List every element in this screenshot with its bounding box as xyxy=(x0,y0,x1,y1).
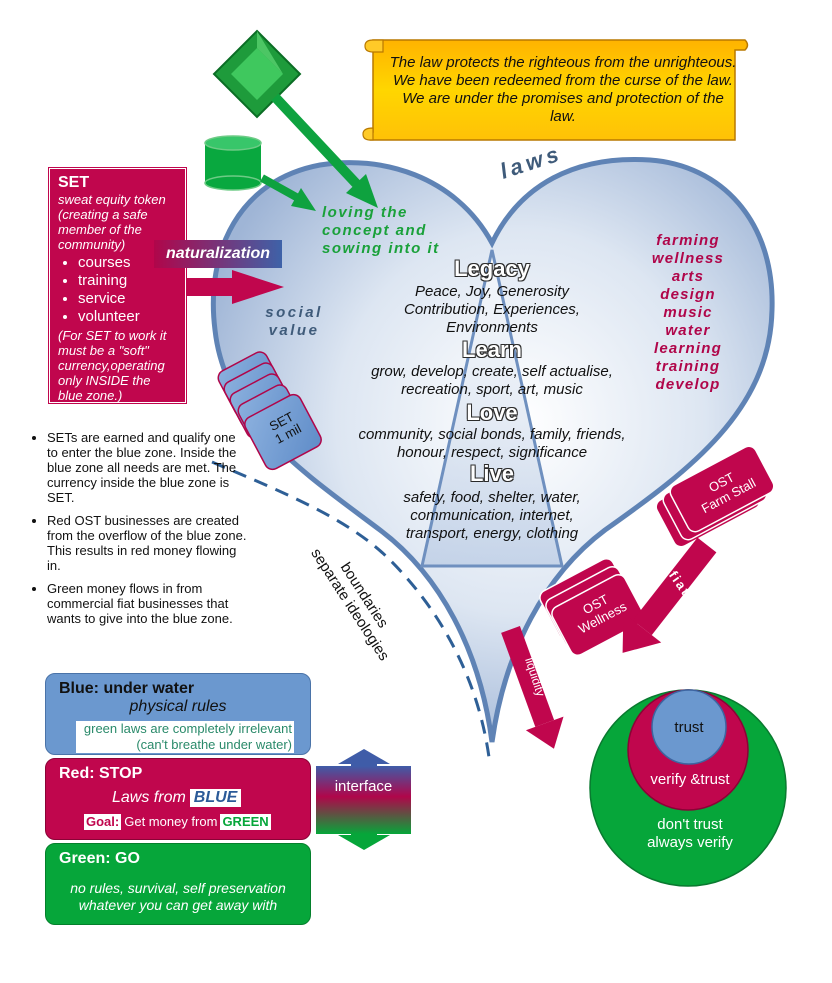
explanation-bullets: SETs are earned and qualify one to enter… xyxy=(22,430,247,634)
circle-inner xyxy=(651,689,727,765)
scroll-banner xyxy=(362,39,749,141)
circle-middle-label: verify &trust xyxy=(650,771,730,788)
set-list-item: training xyxy=(78,272,177,290)
activity-item: wellness xyxy=(651,250,725,267)
ost-farm-stall-stack xyxy=(655,445,775,548)
activity-item: develop xyxy=(655,376,721,393)
set-subtitle: sweat equity token (creating a safe memb… xyxy=(58,192,166,252)
cylinder-arrow-head xyxy=(291,188,316,211)
circle-outer-text: don't trust always verify xyxy=(647,816,733,851)
banner-text: The law protects the righteous from the … xyxy=(389,54,737,125)
set-list: courses training service volunteer xyxy=(58,254,177,326)
interface-box xyxy=(316,766,411,834)
activity-item: arts xyxy=(671,268,705,285)
interface-label: interface xyxy=(334,778,393,795)
cylinder-arrow-line xyxy=(260,174,300,202)
fiat-arrow xyxy=(622,537,717,653)
ost-wellness-stack xyxy=(539,557,645,657)
goal-label: Goal: xyxy=(84,814,122,830)
set-card-stack xyxy=(217,351,322,471)
level-title-legacy: Legacy xyxy=(454,256,530,281)
level-title-love: Love xyxy=(466,400,518,425)
set-box: SET sweat equity token (creating a safe … xyxy=(49,168,186,403)
circle-outer-label: don't trust always verify xyxy=(600,816,780,852)
zone-green-title: Green: GO xyxy=(59,850,140,867)
activity-item: water xyxy=(665,322,711,339)
goal-green-tag: GREEN xyxy=(220,814,271,830)
goal-text: Get money from xyxy=(124,814,218,829)
zone-red-blue-tag: BLUE xyxy=(189,789,242,807)
level-text-learn: grow, develop, create, self actualise, r… xyxy=(371,363,613,398)
activity-item: music xyxy=(663,304,713,321)
naturalization-label: naturalization xyxy=(154,240,282,268)
zone-green: Green: GO no rules, survival, self prese… xyxy=(45,843,311,925)
loving-text: loving the concept and sowing into it xyxy=(322,204,440,257)
interface-double-arrow xyxy=(338,749,390,850)
bullet-item: Red OST businesses are created from the … xyxy=(47,513,247,573)
set-list-item: service xyxy=(78,290,177,308)
bullet-item: Green money flows in from commercial fia… xyxy=(47,581,247,626)
set-arrow xyxy=(186,270,284,304)
zone-green-subtitle: no rules, survival, self preservation wh… xyxy=(70,880,286,913)
social-value-label: social value xyxy=(265,304,323,339)
green-cylinder-icon xyxy=(204,135,262,191)
activity-item: training xyxy=(655,358,721,375)
set-list-item: volunteer xyxy=(78,308,177,326)
activities-list: farming wellness arts design music water… xyxy=(640,232,736,394)
zone-blue-note: green laws are completely irrelevant (ca… xyxy=(76,721,294,753)
gem-arrow-line xyxy=(271,93,369,197)
zone-blue-subtitle: physical rules xyxy=(129,698,227,715)
liquidity-arrow xyxy=(501,626,564,749)
circle-inner-label: trust xyxy=(674,719,704,736)
zone-red-title: Red: STOP xyxy=(59,765,143,782)
level-text-live: safety, food, shelter, water, communicat… xyxy=(403,489,581,542)
gem-arrow-head xyxy=(346,174,378,208)
zone-blue-title: Blue: under water xyxy=(59,680,195,697)
activity-item: design xyxy=(660,286,716,303)
pyramid-shape xyxy=(420,249,564,568)
activity-item: learning xyxy=(654,340,722,357)
level-text-legacy: Peace, Joy, Generosity Contribution, Exp… xyxy=(404,283,580,336)
bullet-item: SETs are earned and qualify one to enter… xyxy=(47,430,247,505)
zone-red-laws-from: Laws from xyxy=(112,789,186,806)
boundary-dashed-line xyxy=(211,460,492,766)
level-title-learn: Learn xyxy=(462,337,522,362)
level-text-love: community, social bonds, family, friends… xyxy=(358,426,626,461)
set-note: (For SET to work it must be a "soft" cur… xyxy=(58,328,167,403)
level-title-live: Live xyxy=(469,461,515,486)
set-title: SET xyxy=(58,174,90,191)
zone-blue: Blue: under water physical rules green l… xyxy=(45,673,311,755)
activity-item: farming xyxy=(656,232,720,249)
set-list-item: courses xyxy=(78,254,177,272)
